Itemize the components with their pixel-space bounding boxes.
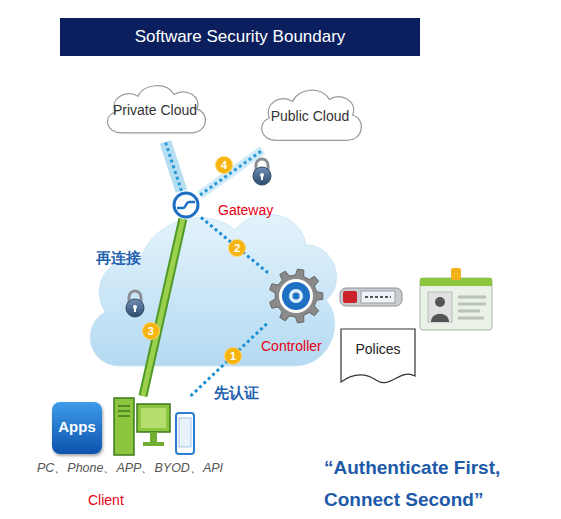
- apps-icon: Apps: [52, 402, 102, 454]
- card-clip: [451, 268, 461, 280]
- title-text: Software Security Boundary: [60, 18, 420, 56]
- gear-eye: [289, 289, 303, 303]
- monitor-screen: [141, 408, 166, 428]
- callout-number: 1: [225, 348, 241, 364]
- lock-body: [253, 167, 271, 185]
- callout-number: 4: [216, 157, 232, 173]
- gateway-icon: Gateway: [172, 191, 200, 219]
- gateway-shape: [172, 191, 200, 219]
- node-caption: Client: [88, 492, 124, 508]
- connector-line: [165, 142, 181, 191]
- policy-document: Polices: [340, 328, 416, 386]
- connector-line: [200, 217, 268, 273]
- slogan-text: “Authenticate First, Connect Second”: [324, 452, 549, 516]
- doc-shape: [340, 328, 416, 386]
- edge-label: 先认证: [214, 384, 259, 403]
- connector-inner: [165, 142, 181, 191]
- gear-shape: [268, 268, 324, 324]
- tower-slots: [118, 406, 130, 416]
- connector: [200, 217, 268, 273]
- lock-icon: [126, 291, 144, 317]
- card-body: [420, 278, 492, 330]
- public-cloud: Public Cloud: [252, 82, 368, 150]
- lock-body: [126, 299, 144, 317]
- gear-ring: [279, 279, 313, 313]
- node-label: Apps: [52, 418, 102, 435]
- monitor-stand: [150, 432, 157, 442]
- gateway-ring: [174, 193, 198, 217]
- card-lines: [458, 297, 486, 318]
- callout-number: 3: [143, 323, 159, 339]
- connector-inner: [143, 219, 183, 396]
- lock-icon: [253, 159, 271, 185]
- gear-pupil: [293, 293, 300, 300]
- node-label: Public Cloud: [252, 108, 368, 124]
- token-screen: [361, 291, 395, 303]
- gateway-symbol: [177, 202, 195, 208]
- client-group: PC、Phone、APP、BYOD、API Client Apps: [25, 396, 235, 511]
- client-devices: [114, 398, 194, 455]
- controller-gear: Controller: [268, 268, 324, 324]
- gear-core: [282, 282, 310, 310]
- title-banner: Software Security Boundary: [60, 18, 420, 56]
- network-cloud: [90, 214, 336, 366]
- pc-tower: [114, 398, 134, 455]
- card-photo: [428, 292, 452, 322]
- card-shoulders: [431, 314, 449, 322]
- edge-label: 再连接: [96, 249, 141, 268]
- pc-monitor: [137, 404, 170, 432]
- token-logo: [343, 291, 357, 303]
- connector: [165, 142, 181, 191]
- connector: [143, 219, 183, 396]
- lock-keyslot: [261, 175, 263, 180]
- connector-line: [143, 219, 183, 396]
- node-label: Gateway: [218, 202, 273, 218]
- card-head: [435, 297, 445, 307]
- rsa-token: [340, 288, 402, 306]
- phone: [176, 413, 194, 454]
- node-label: Polices: [340, 341, 416, 357]
- token-body: [340, 288, 402, 306]
- node-label: Controller: [261, 338, 322, 354]
- private-cloud: Private Cloud: [98, 78, 212, 142]
- document-outline: [341, 329, 415, 383]
- gear-teeth: [270, 269, 323, 323]
- token-digits: [365, 296, 391, 298]
- node-label: Private Cloud: [98, 102, 212, 118]
- node-label: PC、Phone、APP、BYOD、API: [25, 460, 235, 477]
- lock-keyslot: [134, 307, 136, 312]
- id-card: [420, 268, 492, 330]
- monitor-base: [143, 442, 164, 446]
- phone-screen: [179, 418, 191, 447]
- callout-number: 2: [229, 240, 245, 256]
